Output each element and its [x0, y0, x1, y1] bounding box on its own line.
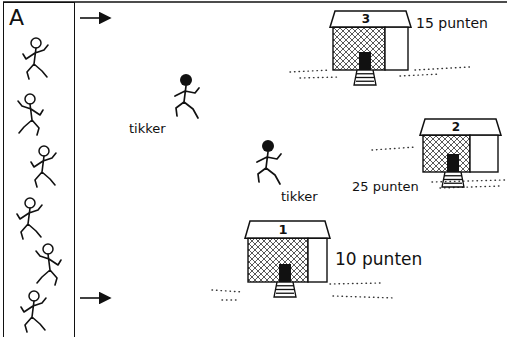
hut-roof [245, 221, 330, 238]
hut-box: 315 punten [328, 10, 412, 86]
hut-roof [420, 119, 501, 135]
start-arrows [80, 18, 110, 298]
hut-box: 110 punten [243, 220, 331, 298]
hut-mesh [248, 238, 308, 282]
waiting-players [17, 38, 61, 332]
points-label: 10 punten [335, 250, 422, 269]
ground-dots [212, 67, 505, 300]
zone-letter: A [9, 6, 24, 30]
start-zone-band: A [3, 2, 75, 337]
hut-box: 225 punten [418, 118, 502, 188]
hut-side [470, 135, 498, 172]
points-label: 25 punten [352, 180, 419, 194]
hut-door [279, 264, 291, 282]
chaser-label: tikker [280, 190, 319, 204]
hut-number: 2 [452, 121, 460, 134]
hut-side [308, 238, 327, 282]
points-label: 15 punten [416, 16, 488, 31]
hut-number: 1 [278, 223, 287, 237]
hut-roof [330, 11, 411, 27]
frame-line [3, 1, 507, 3]
hut-side [385, 27, 408, 70]
hut-number: 3 [362, 13, 370, 26]
chaser-label: tikker [128, 122, 167, 136]
chaser-figures [175, 74, 281, 184]
hut-door [447, 154, 459, 172]
hut-mesh [423, 135, 470, 172]
hut-steps [354, 70, 376, 85]
hut-mesh [333, 27, 385, 70]
hut-steps [442, 172, 464, 187]
hut-steps [274, 282, 296, 297]
hut-door [359, 52, 371, 70]
